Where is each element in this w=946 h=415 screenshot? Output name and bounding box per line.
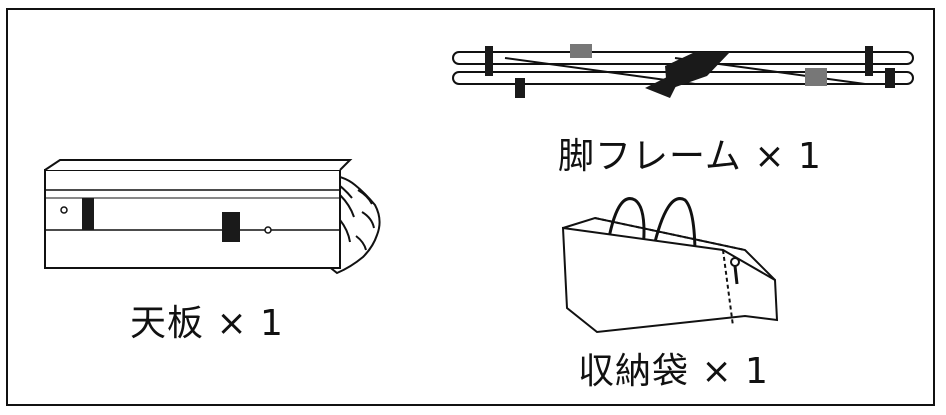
storage-bag-label: 収納袋 × 1: [578, 351, 769, 392]
storage-bag-icon: [561, 197, 779, 334]
leg-frame-label: 脚フレーム × 1: [558, 136, 822, 177]
tabletop-label: 天板 × 1: [130, 303, 284, 344]
rolled-tabletop-icon: [44, 159, 381, 275]
folded-leg-frame-icon: [452, 44, 914, 98]
